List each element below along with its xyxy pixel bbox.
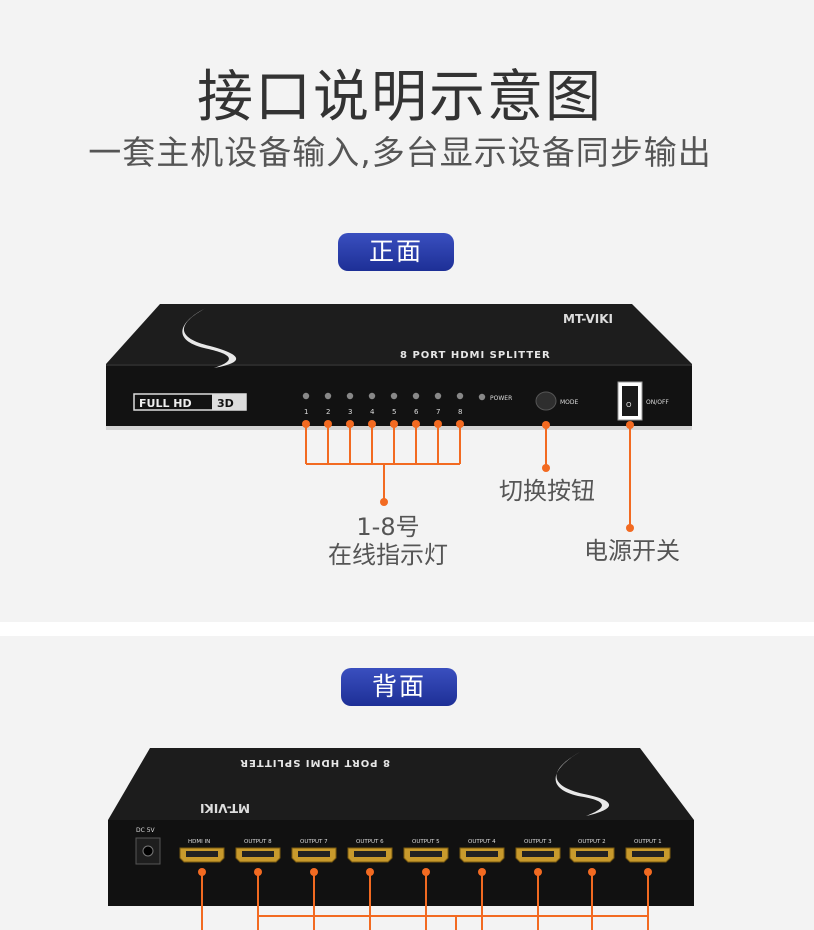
back-swoosh-logo	[555, 752, 610, 816]
switch-mark: O	[626, 401, 632, 409]
power-label: POWER	[490, 395, 512, 402]
port-callout-dot-1	[254, 868, 262, 876]
led-callout-dot-8	[456, 420, 464, 428]
three-d-label: 3D	[217, 397, 234, 410]
led-callout-end	[380, 498, 388, 506]
led-3	[346, 392, 354, 400]
front-model-text: 8 PORT HDMI SPLITTER	[400, 350, 551, 361]
led-number-7: 7	[436, 408, 440, 416]
led-callout-dot-5	[390, 420, 398, 428]
mode-label: MODE	[560, 399, 579, 406]
led-4	[368, 392, 376, 400]
onoff-label: ON/OFF	[646, 399, 669, 406]
led-callout-lines	[302, 420, 464, 506]
led-callout-dot-6	[412, 420, 420, 428]
port-group: HDMI IN OUTPUT 8 OUTPUT 7 OUTPUT 6 OUTPUT 5 O…	[179, 839, 671, 863]
led-8	[456, 392, 464, 400]
port-label-2: OUTPUT 7	[300, 839, 328, 845]
led-5	[390, 392, 398, 400]
port-label-1: OUTPUT 8	[244, 839, 272, 845]
port-callout-dot-7	[588, 868, 596, 876]
front-device-top	[106, 304, 692, 364]
port-label-4: OUTPUT 5	[412, 839, 440, 845]
led-callout-label: 1-8号 在线指示灯	[284, 513, 492, 569]
led-number-8: 8	[458, 408, 462, 416]
led-1	[302, 392, 310, 400]
led-number-6: 6	[414, 408, 419, 416]
led-number-4: 4	[370, 408, 375, 416]
port-label-8: OUTPUT 1	[634, 839, 662, 845]
back-device-face	[108, 820, 694, 906]
mode-button[interactable]	[535, 391, 557, 411]
port-callout-dot-4	[422, 868, 430, 876]
port-label-5: OUTPUT 4	[468, 839, 496, 845]
port-callout-lines	[198, 868, 652, 930]
port-callout-dot-6	[534, 868, 542, 876]
led-callout-dot-3	[346, 420, 354, 428]
port-label-0: HDMI IN	[188, 839, 210, 845]
back-badge: 背面	[341, 668, 457, 706]
led-callout-dot-1	[302, 420, 310, 428]
swoosh-logo	[182, 308, 237, 368]
back-device-top	[108, 748, 694, 820]
front-brand: MT-VIKI	[563, 312, 613, 326]
back-model-text: 8 PORT HDMI SPLITTER	[239, 757, 390, 768]
back-device: 8 PORT HDMI SPLITTER MT-VIKI DC 5V HDMI …	[108, 748, 694, 930]
port-label-7: OUTPUT 2	[578, 839, 606, 845]
port-callout-dot-5	[478, 868, 486, 876]
led-callout-line1: 1-8号	[356, 513, 420, 541]
led-7	[434, 392, 442, 400]
mode-callout-label: 切换按钮	[499, 477, 595, 505]
power-callout-label: 电源开关	[584, 537, 680, 565]
led-callout-dot-7	[434, 420, 442, 428]
led-number-1: 1	[304, 408, 308, 416]
led-number-3: 3	[348, 408, 352, 416]
power-led	[478, 393, 486, 401]
led-2	[324, 392, 332, 400]
port-label-3: OUTPUT 6	[356, 839, 384, 845]
port-label-6: OUTPUT 3	[524, 839, 552, 845]
port-callout-dot-0	[198, 868, 206, 876]
back-brand: MT-VIKI	[200, 801, 250, 815]
front-device: MT-VIKI 8 PORT HDMI SPLITTER FULL HD 3D …	[106, 304, 692, 532]
front-badge: 正面	[338, 233, 454, 271]
front-device-face	[106, 364, 692, 426]
led-6	[412, 392, 420, 400]
port-callout-dot-8	[644, 868, 652, 876]
led-callout-line2: 在线指示灯	[328, 540, 448, 569]
section-divider	[0, 622, 814, 636]
page-subtitle: 一套主机设备输入,多台显示设备同步输出	[88, 133, 712, 172]
led-group: 1 2 3 4 5 6 7 8	[302, 392, 464, 416]
led-callout-dot-2	[324, 420, 332, 428]
led-number-2: 2	[326, 408, 330, 416]
port-callout-dot-3	[366, 868, 374, 876]
port-callout-dot-2	[310, 868, 318, 876]
led-callout-dot-4	[368, 420, 376, 428]
page-title: 接口说明示意图	[197, 65, 603, 130]
full-hd-label: FULL HD	[139, 397, 192, 410]
led-number-5: 5	[392, 408, 396, 416]
dc-label: DC 5V	[136, 827, 156, 834]
